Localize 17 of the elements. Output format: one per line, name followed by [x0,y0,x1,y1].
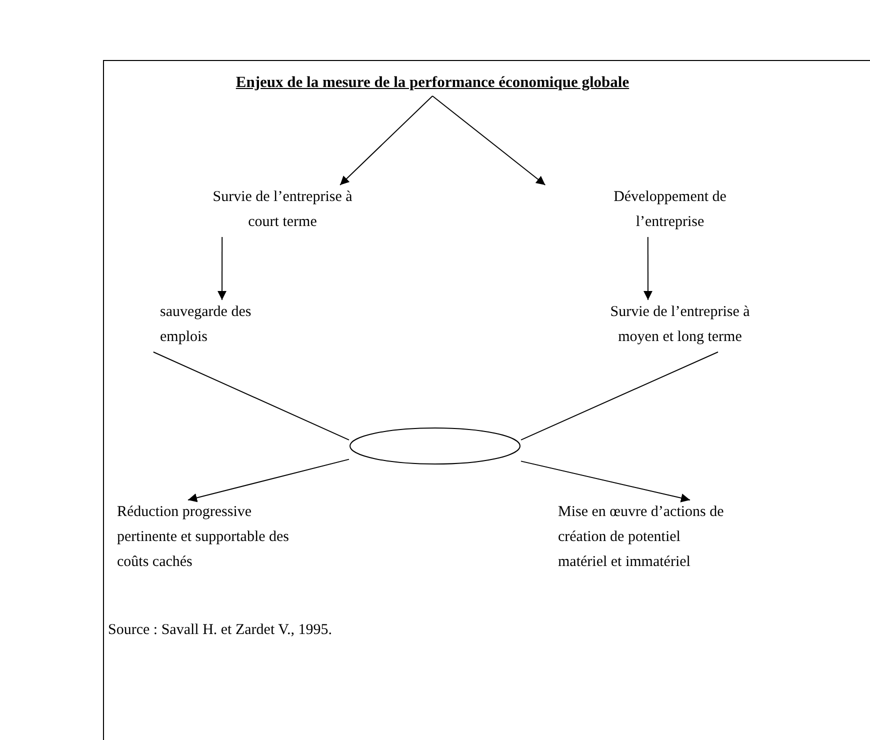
node-label: Développement de l’entreprise [612,188,728,232]
arrow [340,96,433,186]
arrow [520,460,690,502]
connector-line [520,352,718,440]
node-label: Survie de l’entreprise à court terme [212,188,354,232]
arrow [188,458,350,502]
arrow [643,236,652,300]
diagram-heading: Enjeux de la mesure de la performance économique globale [236,73,630,93]
node-label: Mise en œuvre d’actions de création de potentiel matériel et immatériel [558,503,725,572]
arrow [218,236,227,300]
ellipse-shape [349,427,521,465]
node-label: Réduction progressive pertinente et supportable des coûts cachés [117,503,290,572]
source-note: Source : Savall H. et Zardet V., 1995. [108,621,332,640]
node-label: sauvegarde des emplois [160,303,252,347]
connector-line [152,352,350,440]
node-label: Survie de l’entreprise à moyen et long terme [609,303,751,347]
arrow [432,96,546,186]
